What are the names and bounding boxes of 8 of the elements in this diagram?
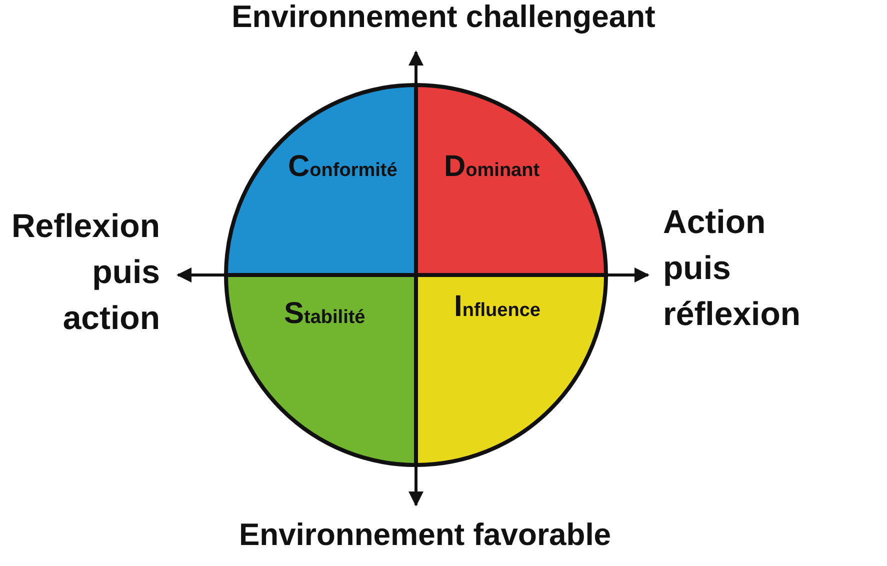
quadrant-label: Stabilité [284,297,366,331]
axis-label: Environnement challengeant [230,0,656,36]
axis-label: Action puis réflexion [663,202,801,334]
axis-label: Environnement favorable [238,516,612,554]
quadrant-label: Influence [454,290,540,324]
quadrant-label: Dominant [444,150,540,184]
quadrant-label: Conformité [288,150,398,184]
axis-label: Reflexion puis action [11,206,160,338]
